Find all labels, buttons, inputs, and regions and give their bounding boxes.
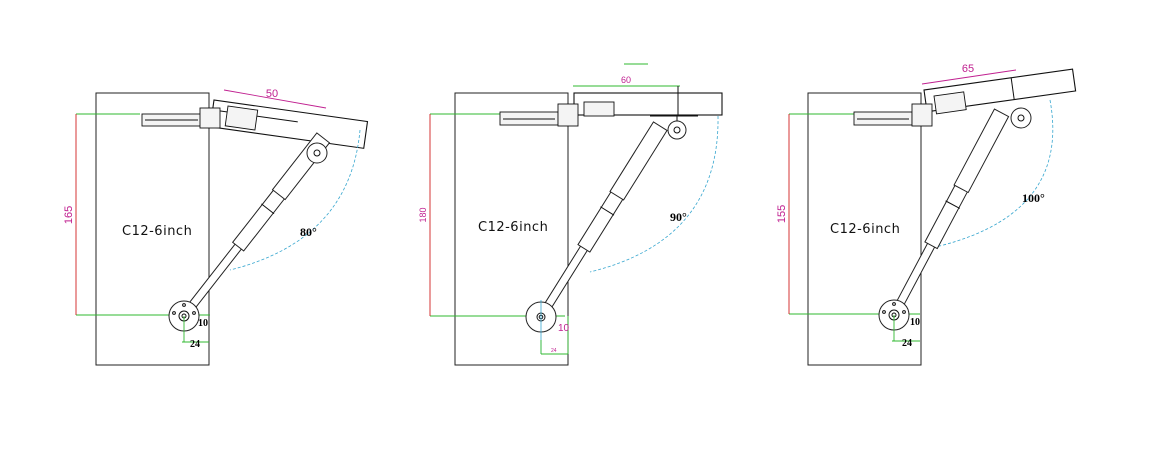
lid-dimension-line xyxy=(921,69,1017,85)
model-label: C12-6inch xyxy=(830,222,900,237)
height-dimension: 155 xyxy=(776,205,788,223)
model-label: C12-6inch xyxy=(478,220,548,235)
lid-dimension: 60 xyxy=(621,75,631,85)
horizontal-offset: 24 xyxy=(551,348,557,354)
horizontal-offset: 24 xyxy=(902,338,912,349)
lid-bracket xyxy=(224,105,259,131)
lid-bracket xyxy=(933,91,967,115)
height-dimension: 180 xyxy=(418,207,428,222)
opening-arc xyxy=(589,115,719,273)
height-dimension: 165 xyxy=(63,206,75,224)
gas-strut xyxy=(536,121,668,320)
horizontal-offset: 24 xyxy=(190,339,200,350)
angle-label: 80° xyxy=(300,225,317,239)
hinge-cup xyxy=(199,107,221,129)
diagram-90-degree: 180 60 90° 10 24 xyxy=(418,63,723,366)
diagram-80-degree: 165 50 80° 10 24 xyxy=(63,88,369,366)
model-label: C12-6inch xyxy=(122,224,192,239)
gas-strut xyxy=(180,132,331,320)
angle-label: 100° xyxy=(1022,191,1045,205)
vertical-offset: 10 xyxy=(558,323,570,334)
lid-dimension: 65 xyxy=(962,63,974,75)
lid-dimension: 50 xyxy=(266,88,278,100)
vertical-offset: 10 xyxy=(198,318,208,329)
top-pivot-icon xyxy=(306,142,328,164)
top-pivot-icon xyxy=(667,120,687,140)
hinge-cup xyxy=(557,103,579,127)
diagram-100-degree: 155 65 100° 10 24 C12-6 xyxy=(776,63,1077,366)
lid-dimension-line xyxy=(223,89,327,109)
top-pivot-icon xyxy=(1010,107,1032,129)
hinge-cup xyxy=(911,103,933,127)
lid-bracket xyxy=(583,101,615,117)
vertical-offset: 10 xyxy=(910,317,920,328)
opening-arc xyxy=(229,129,361,271)
angle-label: 90° xyxy=(670,210,687,224)
gas-strut xyxy=(889,108,1010,318)
